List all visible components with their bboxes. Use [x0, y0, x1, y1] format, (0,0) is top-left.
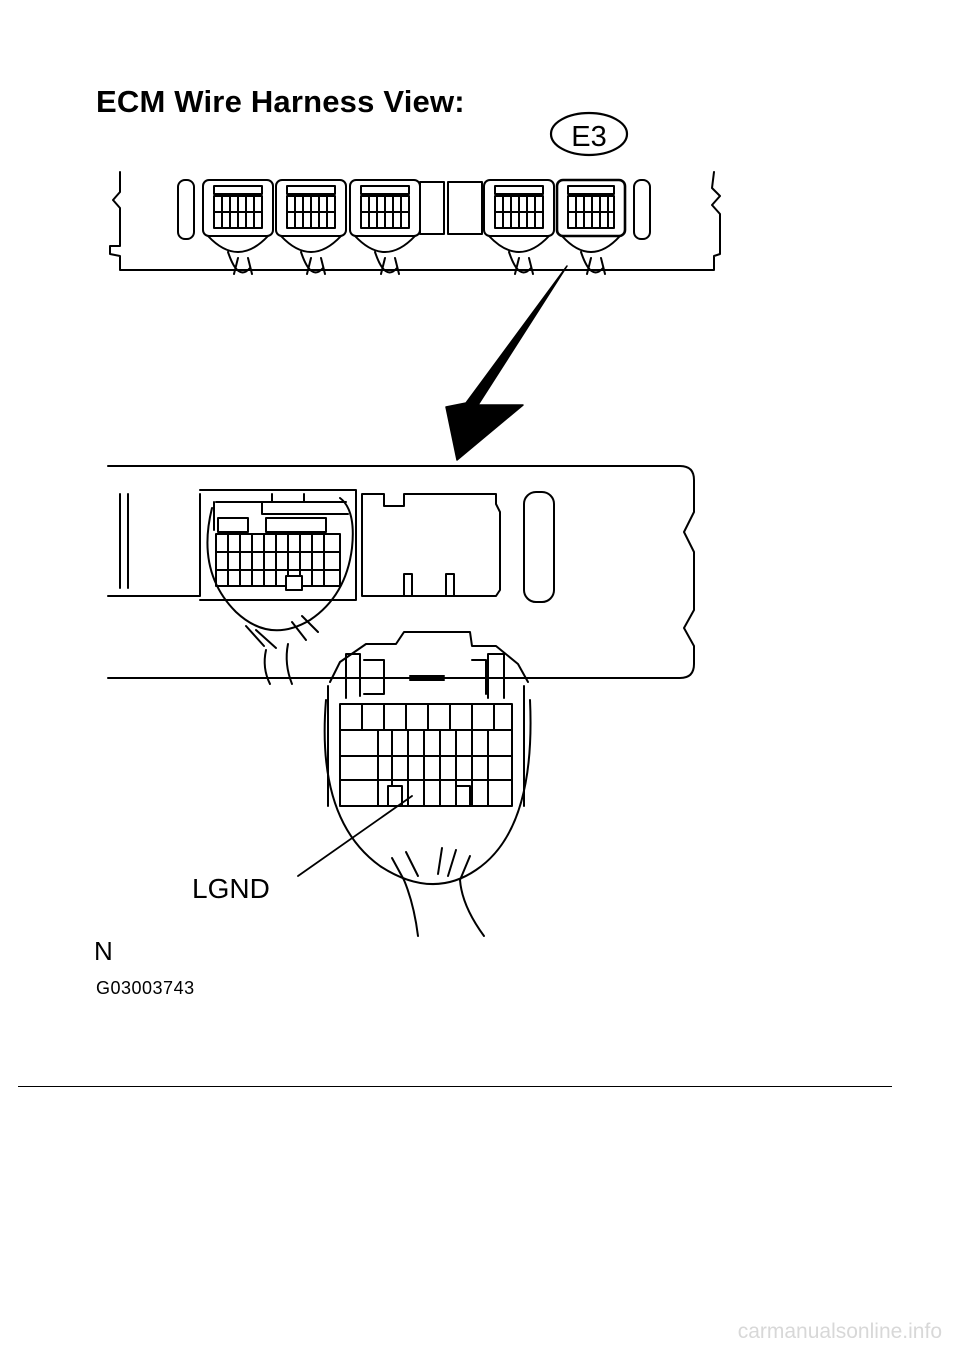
- ecm-connector-4: [483, 179, 555, 275]
- pointer-arrow: [445, 265, 568, 461]
- ecm-connector-e3-small: [555, 178, 627, 275]
- ecm-e3-connector-mounted: [206, 493, 354, 685]
- ecm-enlarged-view: [107, 465, 695, 679]
- ecm-connector-1: [202, 179, 274, 275]
- watermark: carmanualsonline.info: [737, 1320, 942, 1343]
- section-divider: [18, 1086, 892, 1087]
- ecm-top-view: [109, 171, 721, 275]
- figure-code: G03003743: [96, 978, 195, 998]
- ecm-connector-3: [349, 179, 421, 275]
- connector-id-callout: E3: [549, 111, 629, 157]
- e3-connector-detached: [323, 631, 532, 937]
- ecm-connector-2: [275, 179, 347, 275]
- terminal-label-lgnd: LGND: [192, 873, 270, 904]
- diagram-title: ECM Wire Harness View:: [96, 84, 465, 119]
- lgnd-callout: LGND: [192, 795, 413, 904]
- connector-id-label: E3: [571, 121, 606, 153]
- view-mark: N: [94, 936, 113, 966]
